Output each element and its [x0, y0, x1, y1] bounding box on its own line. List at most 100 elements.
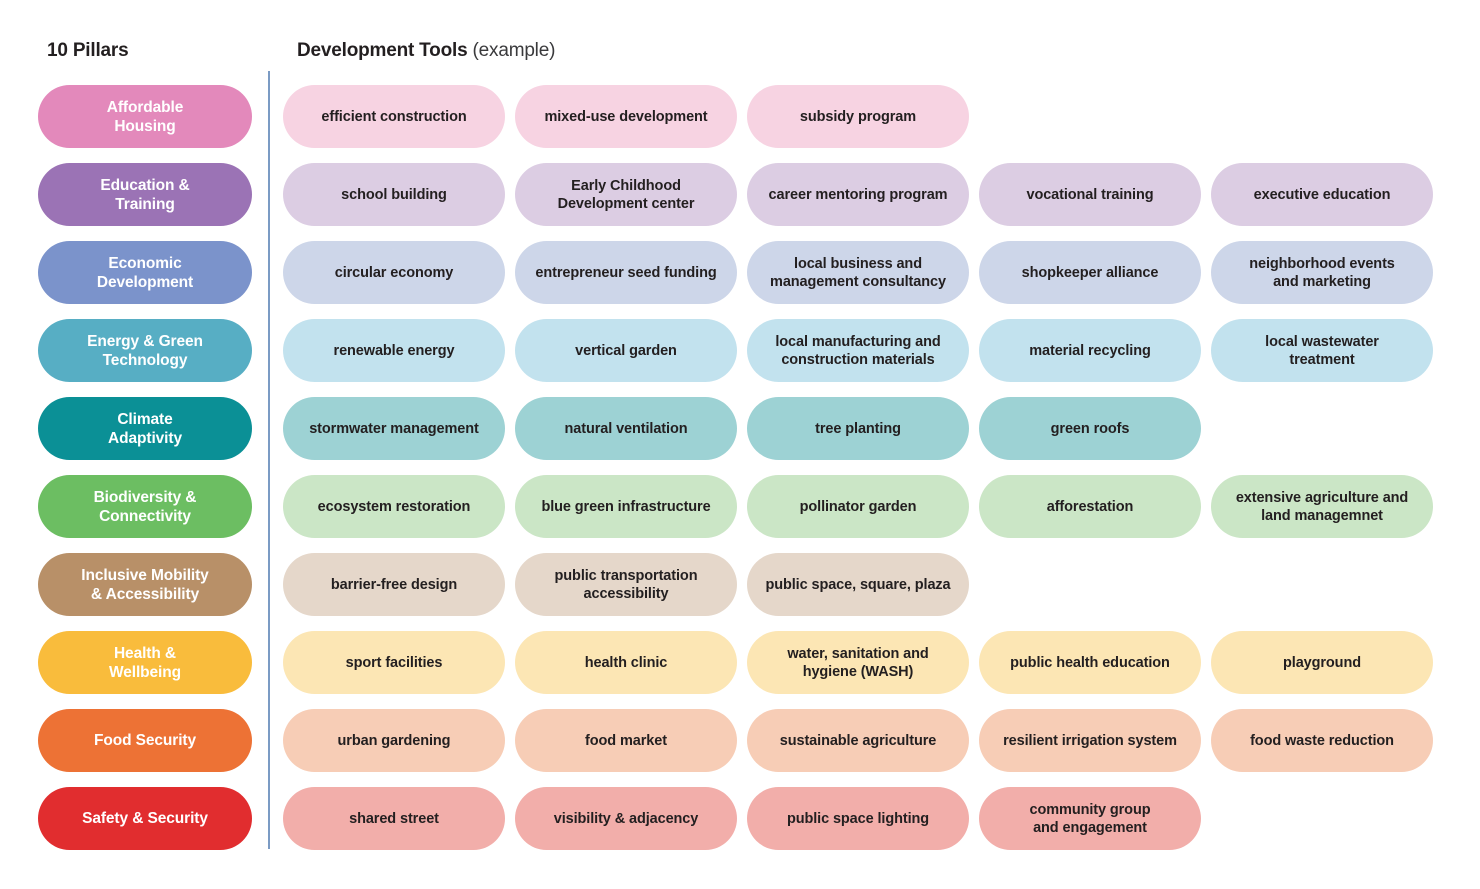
tool-pill[interactable]: afforestation	[979, 475, 1201, 538]
tool-pill[interactable]: local business and management consultanc…	[747, 241, 969, 304]
tool-label: local manufacturing and construction mat…	[775, 333, 941, 368]
tool-label: career mentoring program	[768, 186, 948, 203]
tool-label: sustainable agriculture	[779, 732, 937, 749]
pillar-label: Economic Development	[96, 254, 194, 291]
tool-label: entrepreneur seed funding	[535, 264, 717, 281]
tool-pill[interactable]: circular economy	[283, 241, 505, 304]
tool-pill[interactable]: public transportation accessibility	[515, 553, 737, 616]
tool-pill[interactable]: health clinic	[515, 631, 737, 694]
tool-label: executive education	[1253, 186, 1391, 203]
pillar-label: Energy & Green Technology	[87, 332, 203, 369]
tool-pill[interactable]: stormwater management	[283, 397, 505, 460]
pillar-label: Biodiversity & Connectivity	[93, 488, 197, 525]
tool-label: extensive agriculture and land managemne…	[1235, 489, 1409, 524]
tool-pill[interactable]: extensive agriculture and land managemne…	[1211, 475, 1433, 538]
pillar-label: Affordable Housing	[106, 98, 184, 135]
pillar-pill[interactable]: Health & Wellbeing	[38, 631, 252, 694]
tool-label: blue green infrastructure	[541, 498, 711, 515]
tool-label: neighborhood events and marketing	[1249, 255, 1395, 290]
tool-pill[interactable]: tree planting	[747, 397, 969, 460]
column-divider-line	[268, 71, 270, 849]
tools-grid: efficient construction mixed-use developm…	[283, 85, 1433, 865]
tool-label: playground	[1283, 654, 1361, 671]
tool-pill[interactable]: sport facilities	[283, 631, 505, 694]
tool-label: vocational training	[1026, 186, 1154, 203]
tool-pill[interactable]: mixed-use development	[515, 85, 737, 148]
tool-pill[interactable]: green roofs	[979, 397, 1201, 460]
tool-pill[interactable]: water, sanitation and hygiene (WASH)	[747, 631, 969, 694]
tool-row: renewable energy vertical garden local man…	[283, 319, 1433, 382]
tool-pill[interactable]: executive education	[1211, 163, 1433, 226]
tool-pill[interactable]: ecosystem restoration	[283, 475, 505, 538]
pillar-label: Education & Training	[100, 176, 190, 213]
tool-pill[interactable]: visibility & adjacency	[515, 787, 737, 850]
tool-pill[interactable]: vocational training	[979, 163, 1201, 226]
tool-pill[interactable]: blue green infrastructure	[515, 475, 737, 538]
tool-pill[interactable]: school building	[283, 163, 505, 226]
tool-pill[interactable]: entrepreneur seed funding	[515, 241, 737, 304]
tool-label: school building	[341, 186, 447, 203]
tool-label: community group and engagement	[1029, 801, 1151, 836]
tool-label: local wastewater treatment	[1265, 333, 1379, 368]
tool-pill[interactable]: shopkeeper alliance	[979, 241, 1201, 304]
pillar-pill[interactable]: Education & Training	[38, 163, 252, 226]
tool-pill[interactable]: material recycling	[979, 319, 1201, 382]
tool-label: afforestation	[1046, 498, 1134, 515]
pillar-pill[interactable]: Biodiversity & Connectivity	[38, 475, 252, 538]
tools-heading-text: Development Tools	[297, 40, 468, 61]
tool-label: local business and management consultanc…	[770, 255, 946, 290]
tool-pill[interactable]: vertical garden	[515, 319, 737, 382]
tool-pill[interactable]: pollinator garden	[747, 475, 969, 538]
pillar-pill[interactable]: Inclusive Mobility & Accessibility	[38, 553, 252, 616]
tool-label: food waste reduction	[1250, 732, 1394, 749]
tool-label: shared street	[349, 810, 439, 827]
tool-pill[interactable]: food waste reduction	[1211, 709, 1433, 772]
tool-pill[interactable]: community group and engagement	[979, 787, 1201, 850]
tool-label: tree planting	[815, 420, 901, 437]
tool-label: visibility & adjacency	[553, 810, 699, 827]
tool-pill[interactable]: local wastewater treatment	[1211, 319, 1433, 382]
tool-pill[interactable]: renewable energy	[283, 319, 505, 382]
tool-pill[interactable]: resilient irrigation system	[979, 709, 1201, 772]
pillar-label: Inclusive Mobility & Accessibility	[81, 566, 209, 603]
tool-label: barrier-free design	[330, 576, 458, 593]
tool-pill[interactable]: playground	[1211, 631, 1433, 694]
tool-label: renewable energy	[333, 342, 455, 359]
tool-row: efficient construction mixed-use developm…	[283, 85, 1433, 148]
tool-pill[interactable]: public space lighting	[747, 787, 969, 850]
tool-label: circular economy	[334, 264, 454, 281]
tool-label: Early Childhood Development center	[557, 177, 695, 212]
tool-label: food market	[585, 732, 667, 749]
pillar-pill[interactable]: Climate Adaptivity	[38, 397, 252, 460]
pillar-pill[interactable]: Affordable Housing	[38, 85, 252, 148]
tool-pill[interactable]: local manufacturing and construction mat…	[747, 319, 969, 382]
tool-pill[interactable]: career mentoring program	[747, 163, 969, 226]
tool-label: shopkeeper alliance	[1021, 264, 1159, 281]
tool-pill[interactable]: public health education	[979, 631, 1201, 694]
tool-pill[interactable]: neighborhood events and marketing	[1211, 241, 1433, 304]
tool-label: urban gardening	[337, 732, 451, 749]
tool-pill[interactable]: efficient construction	[283, 85, 505, 148]
tool-label: natural ventilation	[564, 420, 688, 437]
pillar-pill[interactable]: Safety & Security	[38, 787, 252, 850]
tool-pill[interactable]: food market	[515, 709, 737, 772]
tool-row: circular economy entrepreneur seed fundin…	[283, 241, 1433, 304]
tool-pill[interactable]: public space, square, plaza	[747, 553, 969, 616]
tool-label: mixed-use development	[544, 108, 708, 125]
tool-label: ecosystem restoration	[317, 498, 471, 515]
tool-pill[interactable]: natural ventilation	[515, 397, 737, 460]
tool-pill[interactable]: sustainable agriculture	[747, 709, 969, 772]
tool-pill[interactable]: barrier-free design	[283, 553, 505, 616]
pillar-pill[interactable]: Food Security	[38, 709, 252, 772]
tool-pill[interactable]: subsidy program	[747, 85, 969, 148]
tool-label: water, sanitation and hygiene (WASH)	[787, 645, 929, 680]
pillar-pill[interactable]: Economic Development	[38, 241, 252, 304]
pillar-pill[interactable]: Energy & Green Technology	[38, 319, 252, 382]
tools-heading-subtitle: (example)	[467, 40, 556, 61]
pillar-label: Climate Adaptivity	[108, 410, 182, 447]
tool-row: school building Early Childhood Developme…	[283, 163, 1433, 226]
tool-pill[interactable]: urban gardening	[283, 709, 505, 772]
tool-pill[interactable]: shared street	[283, 787, 505, 850]
tool-pill[interactable]: Early Childhood Development center	[515, 163, 737, 226]
